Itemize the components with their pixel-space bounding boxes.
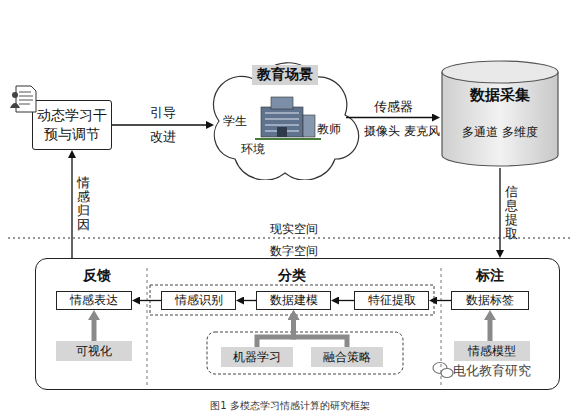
flow-arrow (244, 300, 256, 301)
node-text: 情感识别 (175, 292, 223, 309)
bubble (433, 363, 447, 374)
building-icon (255, 97, 321, 139)
watermark: 电化教育研究 (453, 362, 531, 380)
annotation-label: 现实空间 (270, 221, 318, 238)
flow-arrow (499, 168, 500, 250)
edge-label: 信息提取 (505, 185, 518, 242)
node-text: 数据标签 (466, 292, 514, 309)
node-text: 教师 (317, 121, 341, 138)
edge-label: 传感器 (374, 98, 413, 116)
flow-arrow (346, 117, 432, 118)
flow-arrow (339, 300, 354, 301)
node-text: 融合策略 (323, 349, 371, 366)
node-text: 教育场景 (252, 65, 318, 85)
flow-arrow (257, 320, 294, 347)
process-box: 动态学习干预与调节 (32, 100, 112, 150)
flow-arrow (140, 300, 161, 301)
flow-arrow (92, 320, 97, 341)
node-text: 环境 (241, 141, 265, 158)
input-box: 情感模型 (454, 341, 530, 361)
annotation-label: 数字空间 (270, 243, 318, 260)
edge-label: 引导 改进 (149, 101, 178, 149)
node-text: 标注 (476, 267, 504, 285)
flow-arrow (294, 320, 348, 347)
node-text: 学生 (223, 113, 247, 130)
process-box: 数据建模 (256, 291, 331, 310)
annotation-label: 摄像头 麦克风 (364, 123, 440, 140)
node-outline (440, 60, 560, 168)
node-text: 机器学习 (233, 349, 281, 366)
flow-arrow (71, 158, 72, 258)
group-outline (150, 285, 434, 315)
flow-arrow (112, 124, 206, 125)
node-text: 情感模型 (468, 343, 516, 360)
wechat-icon (433, 363, 453, 378)
paper-lines (19, 92, 33, 104)
section-divider (147, 268, 148, 385)
node-text: 分类 (278, 267, 306, 285)
space-divider (8, 237, 572, 238)
node-text: 特征提取 (368, 292, 416, 309)
figure-caption: 图1 多模态学习情感计算的研究框架 (0, 399, 580, 413)
node-text: 反馈 (83, 267, 111, 285)
scene-cloud: 教育场景学生环境 教师 (205, 55, 360, 180)
cylinder-top (442, 61, 558, 83)
process-box: 数据标签 (451, 291, 529, 310)
node-text: 数据建模 (270, 292, 318, 309)
person-body (10, 103, 20, 108)
process-box: 情感表达 (56, 291, 132, 310)
node-text: 数据采集 (440, 86, 560, 105)
input-box: 可视化 (56, 341, 132, 361)
method-box: 机器学习 (221, 347, 293, 367)
node-text: 动态学习干预与调节 (35, 106, 109, 144)
method-box: 融合策略 (311, 347, 383, 367)
node-text: 多通道 多维度 (440, 124, 560, 141)
group-outline (207, 332, 403, 374)
edge-label: 情感归因 (77, 176, 90, 233)
section-divider (441, 268, 442, 385)
cloud-outline (213, 63, 358, 180)
data-cylinder: 数据采集多通道 多维度 (440, 60, 560, 168)
bubble (441, 369, 453, 378)
process-box: 特征提取 (354, 291, 429, 310)
flow-arrow (437, 300, 451, 301)
person-head (12, 92, 18, 98)
flow-arrow (488, 320, 493, 341)
process-box: 情感识别 (161, 291, 236, 310)
node-text: 情感表达 (70, 292, 118, 309)
node-text: 可视化 (76, 343, 112, 360)
